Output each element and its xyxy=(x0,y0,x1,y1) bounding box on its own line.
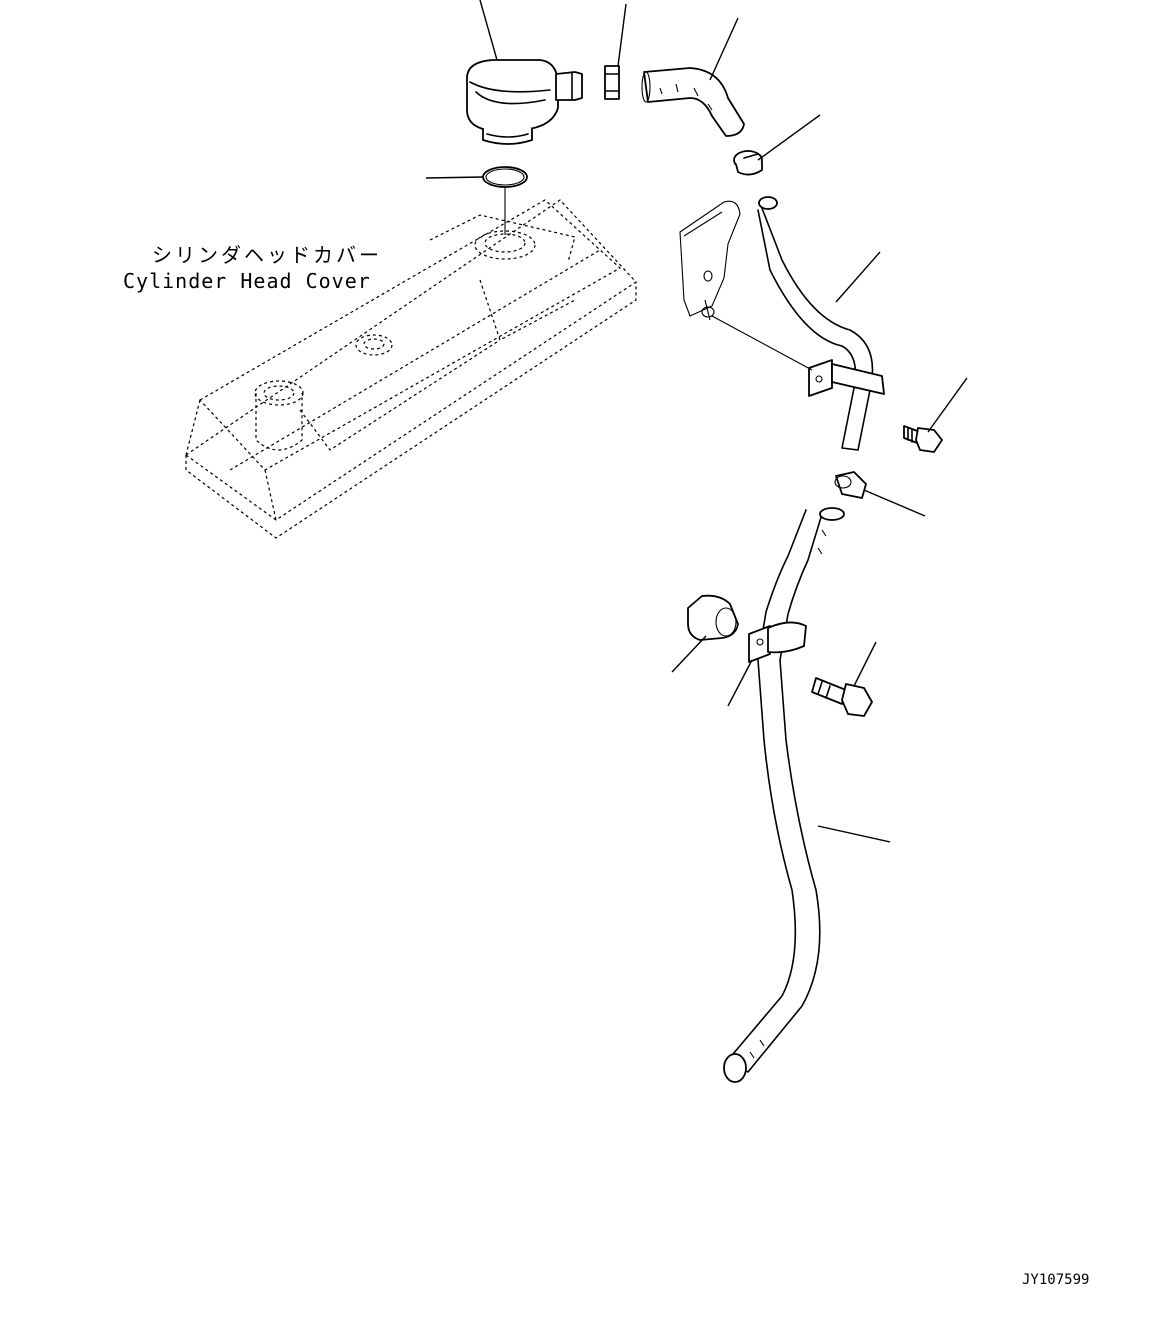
flange-bolt-lower xyxy=(811,677,873,717)
hose-clamp-upper xyxy=(733,150,763,176)
o-ring xyxy=(482,166,528,188)
mounting-bracket xyxy=(679,200,741,321)
spacer-collar xyxy=(687,594,739,641)
breather-hose-lower xyxy=(723,507,845,1083)
connector-sleeve xyxy=(604,65,620,100)
hose-clamp-middle xyxy=(834,471,867,499)
drawing-number: JY107599 xyxy=(1022,1272,1089,1288)
flange-bolt-upper xyxy=(903,425,943,453)
leader-lines xyxy=(425,0,968,843)
cover-label-japanese: シリンダヘッドカバー xyxy=(152,243,382,267)
elbow-hose xyxy=(641,67,745,137)
hose-clip-upper xyxy=(808,359,885,397)
cover-label-english: Cylinder Head Cover xyxy=(123,269,371,293)
breather-hose-upper xyxy=(757,196,874,451)
cylinder-head-cover xyxy=(184,199,637,539)
breather-cap xyxy=(466,59,583,145)
bracket-to-clip-line xyxy=(711,315,813,371)
hose-clip-lower xyxy=(748,621,807,663)
